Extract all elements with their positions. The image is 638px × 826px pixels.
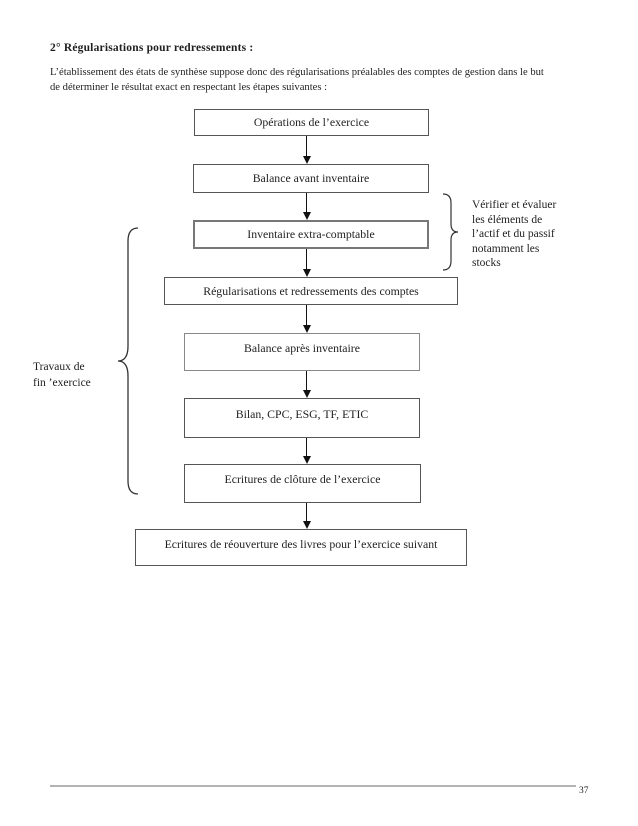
arrow-down-icon bbox=[302, 305, 311, 333]
flow-step-regularisations-redressements: Régularisations et redressements des com… bbox=[164, 277, 458, 305]
flow-step-balance-apres-inventaire: Balance après inventaire bbox=[184, 333, 420, 371]
arrow-down-icon bbox=[302, 503, 311, 529]
arrow-head bbox=[302, 269, 311, 277]
arrow-shaft bbox=[306, 371, 307, 390]
arrow-down-icon bbox=[302, 371, 311, 398]
arrow-shaft bbox=[306, 503, 307, 521]
arrow-down-icon bbox=[302, 249, 311, 277]
right-annotation: Vérifier et évaluer les éléments de l’ac… bbox=[472, 199, 557, 270]
arrow-shaft bbox=[306, 193, 307, 212]
flow-step-inventaire-extra-comptable: Inventaire extra-comptable bbox=[193, 220, 429, 249]
flow-step-operations-exercice: Opérations de l’exercice bbox=[194, 109, 429, 136]
arrow-head bbox=[302, 212, 311, 220]
flow-step-bilan-cpc-esg-tf-etic: Bilan, CPC, ESG, TF, ETIC bbox=[184, 398, 420, 438]
arrow-head bbox=[302, 156, 311, 164]
intro-paragraph: L’établissement des états de synthèse su… bbox=[50, 67, 544, 93]
section-heading: 2° Régularisations pour redressements : bbox=[50, 42, 254, 54]
flow-step-ecritures-cloture: Ecritures de clôture de l’exercice bbox=[184, 464, 421, 503]
footer-divider bbox=[50, 785, 576, 787]
arrow-head bbox=[302, 521, 311, 529]
flow-step-ecritures-reouverture: Ecritures de réouverture des livres pour… bbox=[135, 529, 467, 566]
page-number: 37 bbox=[579, 786, 589, 796]
arrow-shaft bbox=[306, 305, 307, 325]
arrow-head bbox=[302, 456, 311, 464]
arrow-head bbox=[302, 325, 311, 333]
left-annotation: Travaux de fin ’exercice bbox=[33, 361, 91, 389]
arrow-down-icon bbox=[302, 438, 311, 464]
arrow-head bbox=[302, 390, 311, 398]
arrow-down-icon bbox=[302, 193, 311, 220]
right-brace-icon bbox=[442, 193, 459, 271]
arrow-down-icon bbox=[302, 136, 311, 164]
left-brace-icon bbox=[117, 227, 139, 495]
flow-step-balance-avant-inventaire: Balance avant inventaire bbox=[193, 164, 429, 193]
arrow-shaft bbox=[306, 136, 307, 156]
arrow-shaft bbox=[306, 438, 307, 456]
arrow-shaft bbox=[306, 249, 307, 269]
